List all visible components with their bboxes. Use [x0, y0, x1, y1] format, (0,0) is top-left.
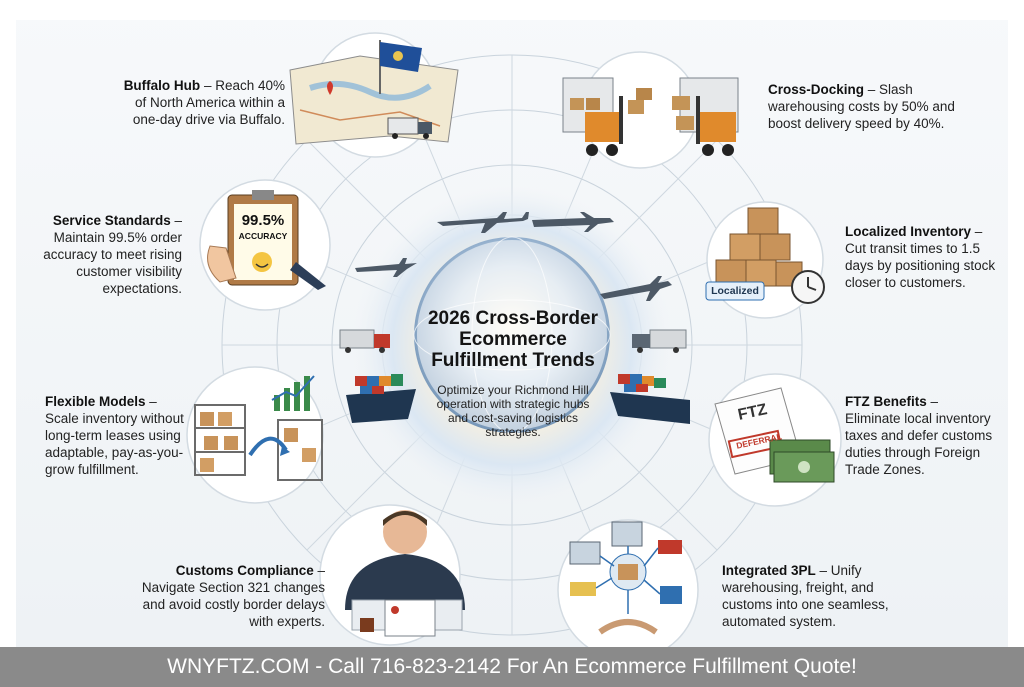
center-title-block: 2026 Cross-Border Ecommerce Fulfillment … — [400, 308, 626, 439]
boxes-icon — [705, 207, 825, 304]
airplane-icon — [355, 212, 672, 301]
item-localized-inventory: Localized Inventory – Cut transit times … — [845, 224, 996, 290]
item-heading: Service Standards — [52, 213, 171, 228]
item-ftz-benefits: FTZ Benefits – Eliminate local inventory… — [845, 394, 993, 477]
item-service-standards: Service Standards – Maintain 99.5% order… — [43, 213, 182, 296]
map-icon — [289, 40, 459, 145]
truck-icon — [339, 329, 687, 353]
accuracy-value: 99.5% — [241, 212, 285, 229]
left-margin — [0, 0, 16, 647]
item-heading: Buffalo Hub — [123, 78, 201, 93]
localized-tag: Localized — [711, 285, 759, 297]
item-heading: Localized Inventory — [845, 224, 972, 239]
item-heading: Customs Compliance — [175, 563, 314, 578]
right-margin — [1008, 0, 1024, 647]
item-heading: Flexible Models — [45, 394, 146, 409]
network-3pl-icon — [569, 521, 682, 635]
accuracy-word: ACCURACY — [238, 231, 288, 241]
item-heading: Integrated 3PL — [722, 563, 816, 578]
item-customs-compliance: Customs Compliance – Navigate Section 32… — [141, 563, 325, 629]
clipboard-icon — [207, 190, 326, 290]
item-integrated-3pl: Integrated 3PL – Unify warehousing, frei… — [722, 563, 889, 629]
customs-officer-icon — [345, 510, 465, 637]
radial-background — [186, 32, 842, 647]
forklift-icon — [562, 77, 739, 156]
page-subtitle: Optimize your Richmond Hill operation wi… — [436, 383, 590, 439]
globe-icon — [413, 236, 611, 434]
page-title: 2026 Cross-Border Ecommerce Fulfillment … — [427, 308, 599, 371]
top-margin — [0, 0, 1024, 20]
item-flexible-models: Flexible Models – Scale inventory withou… — [45, 394, 184, 477]
cargo-ship-icon — [346, 374, 690, 424]
infographic-canvas: 99.5% ACCURACY Localized FTZ DEFERRAL Bu… — [0, 0, 1024, 647]
warehouse-shelves-icon — [194, 375, 323, 481]
footer-banner: WNYFTZ.COM - Call 716-823-2142 For An Ec… — [0, 647, 1024, 687]
item-buffalo: Buffalo Hub – Reach 40% of North America… — [123, 78, 285, 127]
item-heading: Cross-Docking — [768, 82, 865, 97]
ftz-document-icon — [714, 387, 835, 483]
item-cross-docking: Cross-Docking – Slash warehousing costs … — [768, 82, 955, 131]
item-heading: FTZ Benefits — [845, 394, 927, 409]
